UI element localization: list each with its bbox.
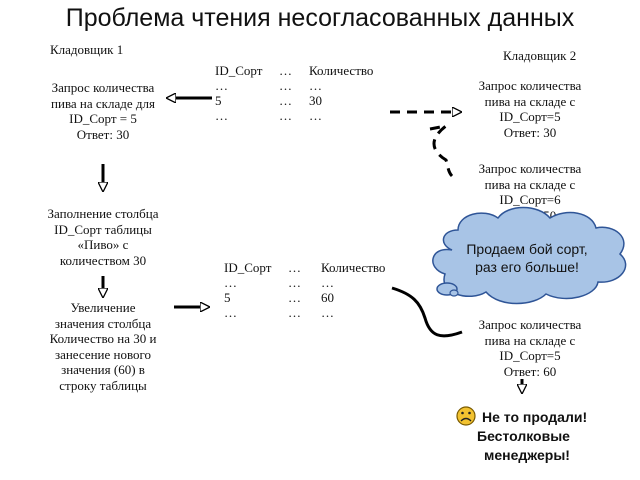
sk1-query-line-4: Ответ: 30 [76, 126, 130, 142]
sk2-query-2-line-2: пива на складе с [484, 176, 576, 192]
sk1-increase-block: Увеличение значения столбца Количество н… [38, 300, 168, 393]
sk2-query-3-line-4: Ответ: 60 [503, 363, 557, 379]
table-row: 5 … 30 [215, 93, 373, 108]
beer-table-after: ID_Сорт … Количество … … … 5 … 60 … … … [224, 260, 385, 320]
thought-line-2: раз его больше! [475, 259, 579, 275]
table-cell: … [215, 108, 228, 123]
thought-bubble-text: Продаем бой сорт, раз его больше! [452, 240, 602, 276]
table-cell: … [279, 108, 292, 123]
table-cell: … [224, 305, 237, 320]
sk1-fill-line-3: «Пиво» с [77, 237, 129, 252]
sk1-query-block: Запрос количества пива на складе для ID_… [38, 80, 168, 142]
sk2-query-3-line-3: ID_Сорт=5 [499, 348, 561, 363]
sk1-increase-line-3: Количество на 30 и [49, 331, 157, 346]
table-cell: … [215, 78, 228, 93]
sk1-query-line-3: ID_Сорт = 5 [69, 111, 137, 126]
sk2-query-1-line-4: Ответ: 30 [503, 124, 557, 140]
table-cell: … [288, 260, 301, 275]
sk2-query-1-line-2: пива на складе с [484, 93, 576, 109]
sk1-query-line-1: Запрос количества [51, 80, 155, 95]
table-row: … … … [224, 275, 385, 290]
sk1-increase-line-2: значения столбца [54, 315, 152, 331]
table-cell: … [279, 93, 292, 108]
sk1-increase-line-1: Увеличение [70, 300, 136, 315]
table-cell: … [309, 78, 322, 93]
frowning-face-icon [456, 406, 476, 426]
table-row: 5 … 60 [224, 290, 385, 305]
sk1-query-line-2: пива на складе для [51, 95, 155, 111]
sk2-query-1-line-1: Запрос количества [478, 78, 582, 93]
table-cell: … [321, 275, 334, 290]
sk2-query-1-block: Запрос количества пива на складе с ID_Со… [460, 78, 600, 140]
sk1-fill-block: Заполнение столбца ID_Сорт таблицы «Пиво… [38, 206, 168, 268]
table-cell: … [288, 305, 301, 320]
table-cell: … [321, 305, 334, 320]
thought-bubble [432, 206, 627, 305]
sk1-increase-line-5: значения (60) в [61, 362, 145, 377]
table-cell: Количество [321, 260, 386, 275]
outcome-line-1: Не то продали! [482, 409, 588, 425]
table-row: ID_Сорт … Количество [224, 260, 385, 275]
sk2-query-2-line-1: Запрос количества [478, 161, 582, 176]
table-cell: 60 [321, 290, 334, 305]
outcome-line-3: менеджеры! [484, 447, 570, 463]
connector-table2-to-query3 [391, 286, 463, 338]
table-cell: ID_Сорт [215, 63, 263, 78]
table-cell: … [288, 275, 301, 290]
table-cell: 30 [309, 93, 322, 108]
storekeeper-2-label: Кладовщик 2 [503, 48, 577, 63]
beer-table-before: ID_Сорт … Количество … … … 5 … 30 … … … [215, 63, 373, 123]
sk2-query-3-line-2: пива на складе с [484, 332, 576, 348]
sk2-query-3-block: Запрос количества пива на складе с ID_Со… [460, 317, 600, 379]
diagram-title: Проблема чтения несогласованных данных [65, 4, 575, 32]
sk2-query-1-line-3: ID_Сорт=5 [499, 109, 561, 124]
table-cell: … [279, 63, 292, 78]
table-cell: … [224, 275, 237, 290]
table-row: … … … [215, 78, 373, 93]
table-cell: 5 [215, 93, 222, 108]
table-cell: 5 [224, 290, 231, 305]
storekeeper-1-label: Кладовщик 1 [50, 42, 124, 57]
table-row: … … … [215, 108, 373, 123]
sk1-increase-line-6: строку таблицы [59, 377, 147, 393]
outcome-line-2: Бестолковые [477, 428, 570, 444]
sk1-fill-line-1: Заполнение столбца [47, 206, 159, 221]
table-cell: … [309, 108, 322, 123]
table-row: ID_Сорт … Количество [215, 63, 373, 78]
thought-line-1: Продаем бой сорт, [466, 241, 588, 257]
table-cell: Количество [309, 63, 374, 78]
sk2-query-3-line-1: Запрос количества [478, 317, 582, 332]
sk1-fill-line-2: ID_Сорт таблицы [54, 221, 152, 237]
connector-query1-to-query2 [429, 124, 454, 178]
sk2-query-2-line-3: ID_Сорт=6 [499, 192, 561, 207]
table-cell: … [279, 78, 292, 93]
sk1-increase-line-4: занесение нового [54, 346, 152, 362]
table-row: … … … [224, 305, 385, 320]
table-cell: ID_Сорт [224, 260, 272, 275]
table-cell: … [288, 290, 301, 305]
sk1-fill-line-4: количеством 30 [59, 252, 147, 268]
